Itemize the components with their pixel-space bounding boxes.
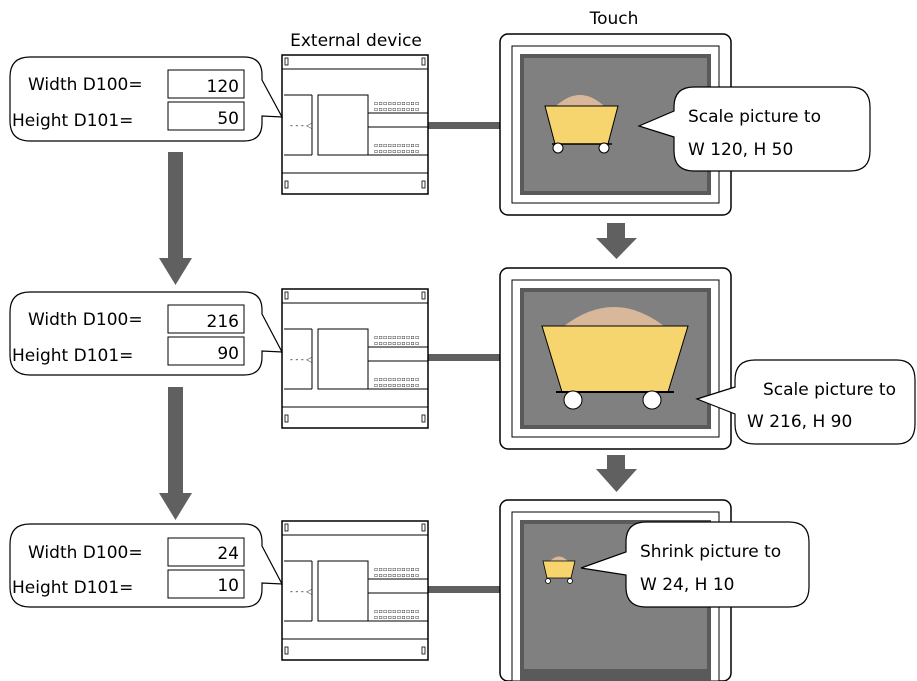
down-arrow-left-2 bbox=[159, 387, 192, 520]
touch-panel bbox=[499, 267, 732, 450]
height-value: 90 bbox=[217, 344, 239, 364]
callout-line2: W 120, H 50 bbox=[688, 140, 793, 160]
height-value-box bbox=[167, 569, 245, 599]
width-label: Width D100= bbox=[28, 543, 143, 563]
svg-text:▫▫▫▫▫▫▫▫▫▫: ▫▫▫▫▫▫▫▫▫▫ bbox=[374, 382, 420, 389]
svg-text:- - - ◁: - - - ◁ bbox=[290, 355, 312, 364]
cart-picture bbox=[544, 95, 619, 154]
svg-text:▫▫▫▫▫▫▫▫▫▫: ▫▫▫▫▫▫▫▫▫▫ bbox=[374, 572, 420, 579]
external-device-plc: - - - ◁ ▫▫▫▫▫▫▫▫▫▫ ▫▫▫▫▫▫▫▫▫▫ ▫▫▫▫▫▫▫▫▫▫… bbox=[281, 54, 429, 195]
register-callout: Width D100= Height D101= 120 50 bbox=[9, 56, 284, 142]
down-arrow-right-2 bbox=[596, 455, 637, 492]
callout-line2: W 216, H 90 bbox=[747, 412, 852, 432]
height-label: Height D101= bbox=[12, 111, 133, 131]
svg-text:▫▫▫▫▫▫▫▫▫▫: ▫▫▫▫▫▫▫▫▫▫ bbox=[374, 608, 420, 615]
svg-text:▫▫▫▫▫▫▫▫▫▫: ▫▫▫▫▫▫▫▫▫▫ bbox=[374, 340, 420, 347]
register-callout: Width D100= Height D101= 216 90 bbox=[9, 291, 284, 376]
width-value: 120 bbox=[207, 77, 239, 97]
height-label: Height D101= bbox=[12, 346, 133, 366]
down-arrow-right-1 bbox=[596, 223, 637, 259]
width-value: 216 bbox=[207, 312, 239, 332]
callout-line2: W 24, H 10 bbox=[640, 575, 734, 595]
height-value-box bbox=[167, 101, 245, 131]
shrink-callout: Shrink picture to W 24, H 10 bbox=[580, 521, 810, 608]
scale-callout: Scale picture to W 120, H 50 bbox=[637, 86, 871, 172]
svg-text:▫▫▫▫▫▫▫▫▫▫: ▫▫▫▫▫▫▫▫▫▫ bbox=[374, 614, 420, 621]
external-device-plc: - - - ◁ ▫▫▫▫▫▫▫▫▫▫ ▫▫▫▫▫▫▫▫▫▫ ▫▫▫▫▫▫▫▫▫▫… bbox=[281, 288, 429, 429]
width-value-box bbox=[167, 537, 245, 567]
register-callout: Width D100= Height D101= 24 10 bbox=[9, 523, 284, 608]
cable-3 bbox=[428, 586, 501, 593]
width-value: 24 bbox=[217, 544, 239, 564]
cable-1 bbox=[428, 122, 501, 129]
svg-text:▫▫▫▫▫▫▫▫▫▫: ▫▫▫▫▫▫▫▫▫▫ bbox=[374, 376, 420, 383]
down-arrow-left-1 bbox=[159, 152, 192, 285]
external-device-label: External device bbox=[290, 31, 422, 51]
svg-text:▫▫▫▫▫▫▫▫▫▫: ▫▫▫▫▫▫▫▫▫▫ bbox=[374, 566, 420, 573]
svg-text:▫▫▫▫▫▫▫▫▫▫: ▫▫▫▫▫▫▫▫▫▫ bbox=[374, 334, 420, 341]
touch-panel bbox=[499, 33, 732, 216]
cart-picture bbox=[542, 556, 576, 584]
height-value: 50 bbox=[217, 109, 239, 129]
cart-picture bbox=[541, 307, 689, 410]
height-value-box bbox=[167, 336, 245, 366]
callout-line1: Shrink picture to bbox=[640, 542, 781, 562]
svg-text:▫▫▫▫▫▫▫▫▫▫: ▫▫▫▫▫▫▫▫▫▫ bbox=[374, 100, 420, 107]
cable-2 bbox=[428, 354, 501, 361]
width-value-box bbox=[167, 69, 245, 99]
touch-label: Touch bbox=[589, 9, 639, 29]
external-device-plc: - - - ◁ ▫▫▫▫▫▫▫▫▫▫ ▫▫▫▫▫▫▫▫▫▫ ▫▫▫▫▫▫▫▫▫▫… bbox=[281, 520, 429, 661]
callout-line1: Scale picture to bbox=[688, 107, 821, 127]
width-label: Width D100= bbox=[28, 75, 143, 95]
scale-callout: Scale picture to W 216, H 90 bbox=[695, 359, 916, 445]
width-label: Width D100= bbox=[28, 310, 143, 330]
width-value-box bbox=[167, 304, 245, 334]
svg-text:- - - ◁: - - - ◁ bbox=[290, 587, 312, 596]
svg-text:▫▫▫▫▫▫▫▫▫▫: ▫▫▫▫▫▫▫▫▫▫ bbox=[374, 148, 420, 155]
height-label: Height D101= bbox=[12, 578, 133, 598]
svg-text:▫▫▫▫▫▫▫▫▫▫: ▫▫▫▫▫▫▫▫▫▫ bbox=[374, 142, 420, 149]
height-value: 10 bbox=[217, 576, 239, 596]
callout-line1: Scale picture to bbox=[763, 380, 896, 400]
svg-text:- - - ◁: - - - ◁ bbox=[290, 121, 312, 130]
svg-text:▫▫▫▫▫▫▫▫▫▫: ▫▫▫▫▫▫▫▫▫▫ bbox=[374, 106, 420, 113]
